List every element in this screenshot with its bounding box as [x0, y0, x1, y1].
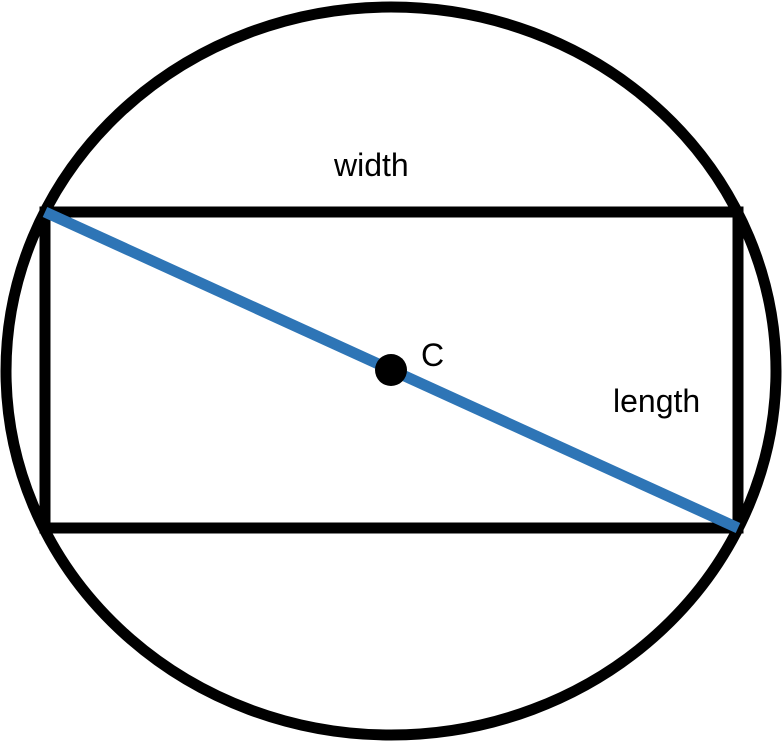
length-label: length	[613, 383, 700, 419]
center-label: C	[421, 337, 444, 373]
center-point	[375, 354, 407, 386]
width-label: width	[333, 147, 409, 183]
inscribed-rectangle	[39, 206, 744, 534]
